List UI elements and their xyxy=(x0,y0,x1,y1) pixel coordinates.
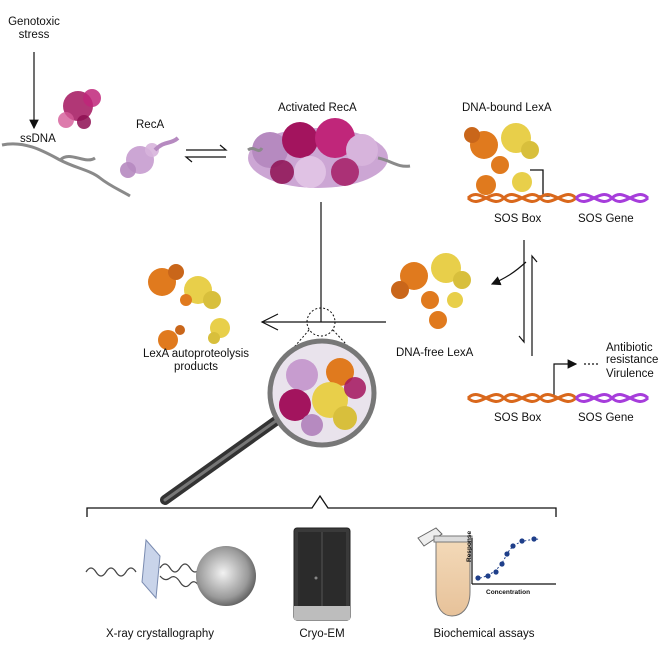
dna-helix-bottom xyxy=(466,393,650,403)
ssdna-strand xyxy=(1,142,131,198)
magnifier-icon xyxy=(160,338,377,505)
biochem-icon xyxy=(417,527,556,617)
lexa-equilibrium-arrows xyxy=(490,240,538,356)
cryoem-icon xyxy=(293,527,351,621)
zoom-dotted-circle xyxy=(306,307,336,337)
sos-gene-bottom-label: SOS Gene xyxy=(578,412,634,424)
activation-arrow xyxy=(553,359,578,396)
activated-reca-filament xyxy=(247,118,411,188)
methods-bracket xyxy=(86,494,557,517)
response-axis-label: Response xyxy=(466,530,473,562)
xray-label: X-ray crystallography xyxy=(105,628,214,640)
cryoem-label: Cryo-EM xyxy=(299,628,345,640)
virulence-label: Virulence xyxy=(606,368,654,380)
concentration-axis-label: Concentration xyxy=(486,589,531,596)
sos-gene-top-label: SOS Gene xyxy=(578,213,634,225)
ssdna-label: ssDNA xyxy=(20,133,56,145)
equilibrium-arrows xyxy=(184,144,228,163)
reca-label: RecA xyxy=(136,119,165,131)
biochem-label: Biochemical assays xyxy=(433,628,535,640)
reca-monomer-magenta xyxy=(58,89,101,129)
sos-box-top-label: SOS Box xyxy=(494,213,542,225)
dna-bound-lexa xyxy=(464,123,539,195)
autoproteolysis-label: LexA autoproteolysis products xyxy=(142,348,250,373)
activated-reca-label: Activated RecA xyxy=(278,102,357,114)
dna-helix-top xyxy=(466,193,650,203)
sos-box-bottom-label: SOS Box xyxy=(494,412,542,424)
repression-indicator xyxy=(530,169,550,197)
autoproteolysis-fragments xyxy=(148,264,230,350)
antibiotic-resistance-label: Antibiotic resistance xyxy=(606,342,659,366)
dna-bound-lexa-label: DNA-bound LexA xyxy=(462,102,552,114)
dna-free-lexa xyxy=(391,253,471,329)
xray-icon xyxy=(85,538,256,606)
dna-free-lexa-label: DNA-free LexA xyxy=(396,347,474,359)
genotoxic-stress-label: Genotoxic stress xyxy=(8,16,60,41)
reca-monomer-light xyxy=(120,136,180,178)
